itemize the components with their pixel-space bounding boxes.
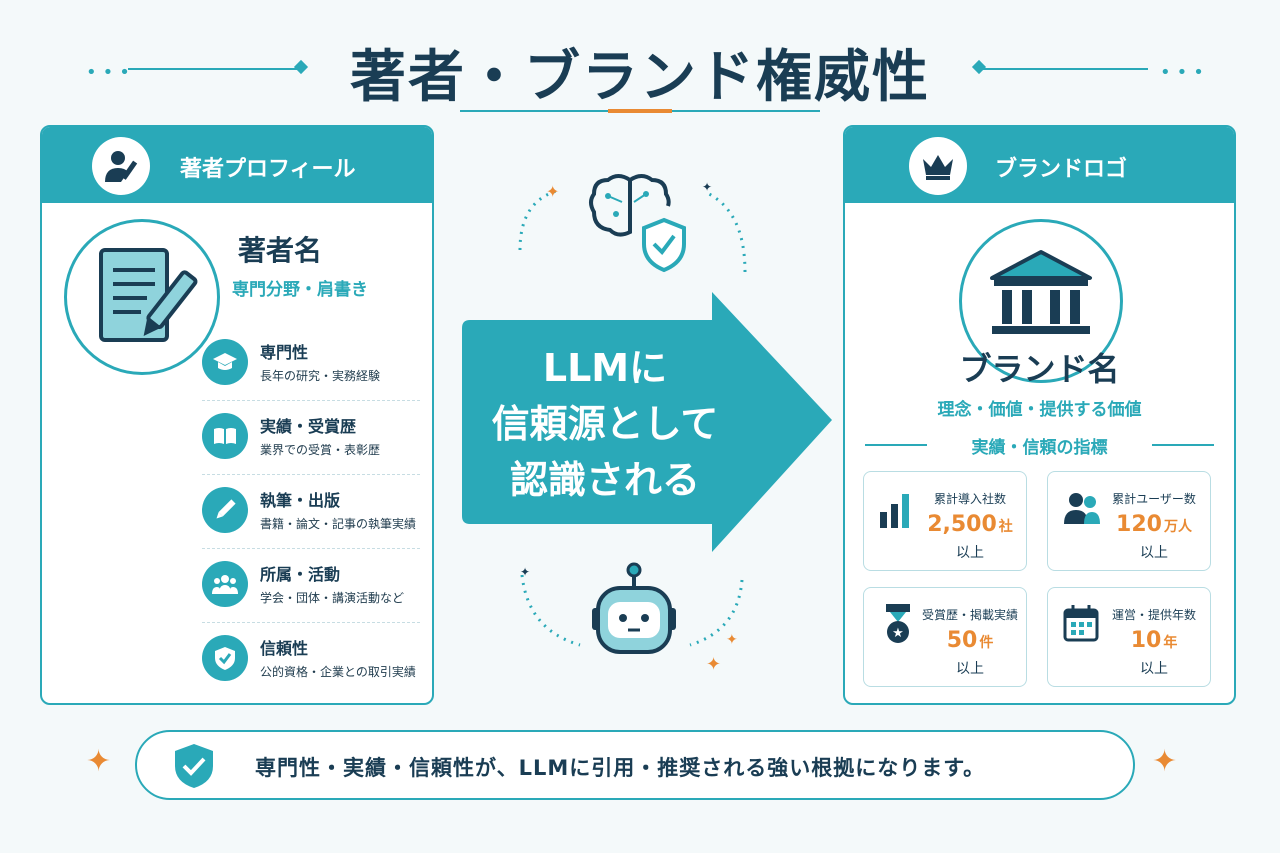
document-pen-icon: [64, 219, 220, 375]
arrow-line: LLMに: [542, 346, 668, 390]
sparkle-icon: ✦: [706, 654, 722, 675]
footer-message: 専門性・実績・信頼性が、LLMに引用・推奨される強い根拠になります。: [255, 756, 986, 780]
title-dots-left: •••: [86, 62, 136, 83]
author-name: 著者名: [238, 234, 323, 267]
metric-sub: 以上: [1140, 661, 1168, 677]
brand-panel-title: ブランドロゴ: [995, 157, 1128, 182]
sparkle-icon: ✦: [546, 182, 560, 201]
title-area: ••• 著者・ブランド権威性 •••: [0, 28, 1280, 118]
svg-text:★: ★: [892, 626, 904, 641]
metrics-title: 実績・信頼の指標: [971, 438, 1108, 458]
dotted-arc-bottom-right: [689, 579, 744, 647]
metric-sub: 以上: [956, 661, 984, 677]
pen-icon: [202, 487, 248, 533]
shield-check-icon: [642, 217, 686, 273]
dotted-arc-bottom-left: [520, 574, 581, 647]
item-title: 執筆・出版: [260, 491, 341, 510]
title-line-right: [980, 68, 1148, 70]
footer-banner: 専門性・実績・信頼性が、LLMに引用・推奨される強い根拠になります。: [135, 730, 1135, 800]
arrow-message: LLMに 信頼源として 認識される: [470, 340, 740, 508]
title-dots-right: •••: [1160, 62, 1210, 83]
metrics-line-right: [1152, 444, 1214, 446]
author-profile-panel: 著者プロフィール 著者名 専門分野・肩書き 専門性 長年の研究・実務経験 実績・…: [40, 125, 434, 705]
page-title: 著者・ブランド権威性: [350, 45, 930, 110]
book-icon: [202, 413, 248, 459]
item-desc: 学会・団体・講演活動など: [260, 591, 405, 605]
arrow-line: 認識される: [509, 458, 700, 502]
group-icon: [202, 561, 248, 607]
sparkle-icon: ✦: [1152, 744, 1178, 779]
sparkle-icon: ✦: [702, 180, 713, 194]
item-desc: 長年の研究・実務経験: [260, 369, 381, 383]
arrow-shape: [462, 292, 832, 552]
item-title: 実績・受賞歴: [260, 417, 357, 436]
item-title: 所属・活動: [260, 565, 341, 584]
author-item-publishing: 執筆・出版 書籍・論文・記事の執筆実績: [202, 475, 420, 549]
brain-icon: [589, 174, 671, 237]
brand-philosophy: 理念・価値・提供する価値: [937, 400, 1142, 420]
sparkle-icon: ✦: [520, 565, 531, 579]
title-line-left: [128, 68, 300, 70]
author-writing-icon: [92, 137, 150, 195]
dotted-arc-top-left: [518, 188, 561, 251]
metric-label: 累計ユーザー数: [1112, 492, 1196, 506]
sparkle-icon: ✦: [86, 744, 112, 779]
sparkle-icon: ✦: [726, 632, 738, 648]
users-icon: [1062, 486, 1102, 530]
item-title: 専門性: [260, 343, 309, 362]
medal-icon: ★: [878, 602, 918, 646]
brand-name: ブランド名: [959, 350, 1120, 388]
crown-icon: [909, 137, 967, 195]
author-role: 専門分野・肩書き: [232, 280, 368, 300]
author-item-trust: 信頼性 公的資格・企業との取引実績: [202, 623, 420, 697]
author-item-awards: 実績・受賞歴 業界での受賞・表彰歴: [202, 401, 420, 475]
metric-label: 受賞歴・掲載実績: [921, 608, 1018, 622]
shield-check-icon: [171, 742, 217, 794]
author-panel-title: 著者プロフィール: [180, 157, 356, 182]
item-desc: 公的資格・企業との取引実績: [260, 665, 416, 679]
bar-chart-icon: [878, 486, 918, 530]
metric-sub: 以上: [956, 545, 984, 561]
item-desc: 業界での受賞・表彰歴: [260, 443, 381, 457]
brand-panel: ブランドロゴ ブランド名 理念・価値・提供する価値 実績・信頼の指標 累計導入社…: [843, 125, 1236, 705]
title-underline-accent: [608, 109, 672, 113]
author-item-expertise: 専門性 長年の研究・実務経験: [202, 327, 420, 401]
calendar-icon: [1062, 602, 1102, 646]
item-desc: 書籍・論文・記事の執筆実績: [260, 517, 417, 531]
metrics-line-left: [865, 444, 927, 446]
author-panel-header: 著者プロフィール: [42, 127, 432, 203]
metric-sub: 以上: [1140, 545, 1168, 561]
metric-label: 累計導入社数: [933, 492, 1006, 506]
brand-panel-header: ブランドロゴ: [845, 127, 1234, 203]
institution-building-icon: [959, 219, 1123, 383]
metrics-heading: 実績・信頼の指標: [865, 429, 1214, 459]
dotted-arc-top-right: [704, 190, 747, 273]
shield-check-icon: [202, 635, 248, 681]
metric-label: 運営・提供年数: [1111, 608, 1196, 622]
robot-icon: [592, 562, 676, 654]
author-item-affiliation: 所属・活動 学会・団体・講演活動など: [202, 549, 420, 623]
item-title: 信頼性: [260, 639, 309, 658]
arrow-line: 信頼源として: [491, 402, 719, 446]
graduation-cap-icon: [202, 339, 248, 385]
